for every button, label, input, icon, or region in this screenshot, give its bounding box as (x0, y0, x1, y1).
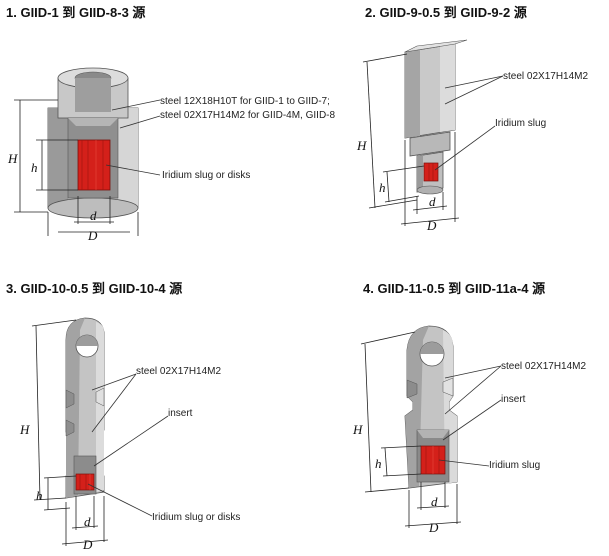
dim-H: H (352, 422, 363, 437)
dim-D: D (82, 537, 93, 552)
dim-D: D (87, 228, 98, 243)
label-insert: insert (168, 408, 193, 419)
label-iridium: Iridium slug or disks (152, 512, 240, 523)
dim-h: h (375, 456, 382, 471)
dim-d: d (431, 494, 438, 509)
panel-2-diagram: steel 02X17H14M2 Iridium slug H h d D (356, 39, 588, 233)
panel-1-diagram: steel 12X18H10T for GIID-1 to GIID-7; st… (7, 67, 336, 243)
label-insert: insert (501, 394, 526, 405)
capsule-body (47, 67, 139, 219)
panel-1: 1. GIID-1 到 GIID-8-3 源 (0, 0, 336, 270)
dim-D: D (428, 520, 439, 535)
dim-d: d (429, 194, 436, 209)
dim-h: h (36, 488, 43, 503)
dim-d: d (90, 208, 97, 223)
panel-2-title: 2. GIID-9-0.5 到 GIID-9-2 源 (365, 5, 527, 20)
label-iridium: Iridium slug (495, 118, 546, 129)
iridium-slug (77, 139, 111, 191)
dim-d: d (84, 514, 91, 529)
label-steel: steel 02X17H14M2 (503, 71, 588, 82)
dim-H: H (19, 422, 30, 437)
label-steel: steel 02X17H14M2 (136, 366, 221, 377)
panel-3: 3. GIID-10-0.5 到 GIID-10-4 源 ste (0, 270, 300, 556)
panel-3-title: 3. GIID-10-0.5 到 GIID-10-4 源 (6, 281, 183, 296)
label-iridium: Iridium slug (489, 460, 540, 471)
capsule-body (404, 39, 468, 195)
label-steel: steel 02X17H14M2 (501, 361, 586, 372)
panel-4-diagram: steel 02X17H14M2 insert Iridium slug H h… (352, 325, 586, 535)
dim-H: H (356, 138, 367, 153)
dim-h: h (31, 160, 38, 175)
capsule-body (65, 317, 105, 499)
dim-H: H (7, 151, 18, 166)
panel-4: 4. GIID-11-0.5 到 GIID-11a-4 源 steel 02X (305, 270, 609, 556)
panel-4-title: 4. GIID-11-0.5 到 GIID-11a-4 源 (363, 281, 546, 296)
dim-D: D (426, 218, 437, 233)
label-iridium: Iridium slug or disks (162, 170, 250, 181)
panel-1-title: 1. GIID-1 到 GIID-8-3 源 (6, 5, 146, 20)
panel-3-diagram: steel 02X17H14M2 insert Iridium slug or … (19, 317, 240, 552)
iridium-slug (75, 473, 95, 491)
iridium-slug (423, 162, 439, 182)
label-steel-2: steel 02X17H14M2 for GIID-4M, GIID-8 (160, 110, 336, 121)
label-steel-1: steel 12X18H10T for GIID-1 to GIID-7; (160, 96, 330, 107)
dim-h: h (379, 180, 386, 195)
panel-2: 2. GIID-9-0.5 到 GIID-9-2 源 steel 02X17H1… (305, 0, 609, 270)
